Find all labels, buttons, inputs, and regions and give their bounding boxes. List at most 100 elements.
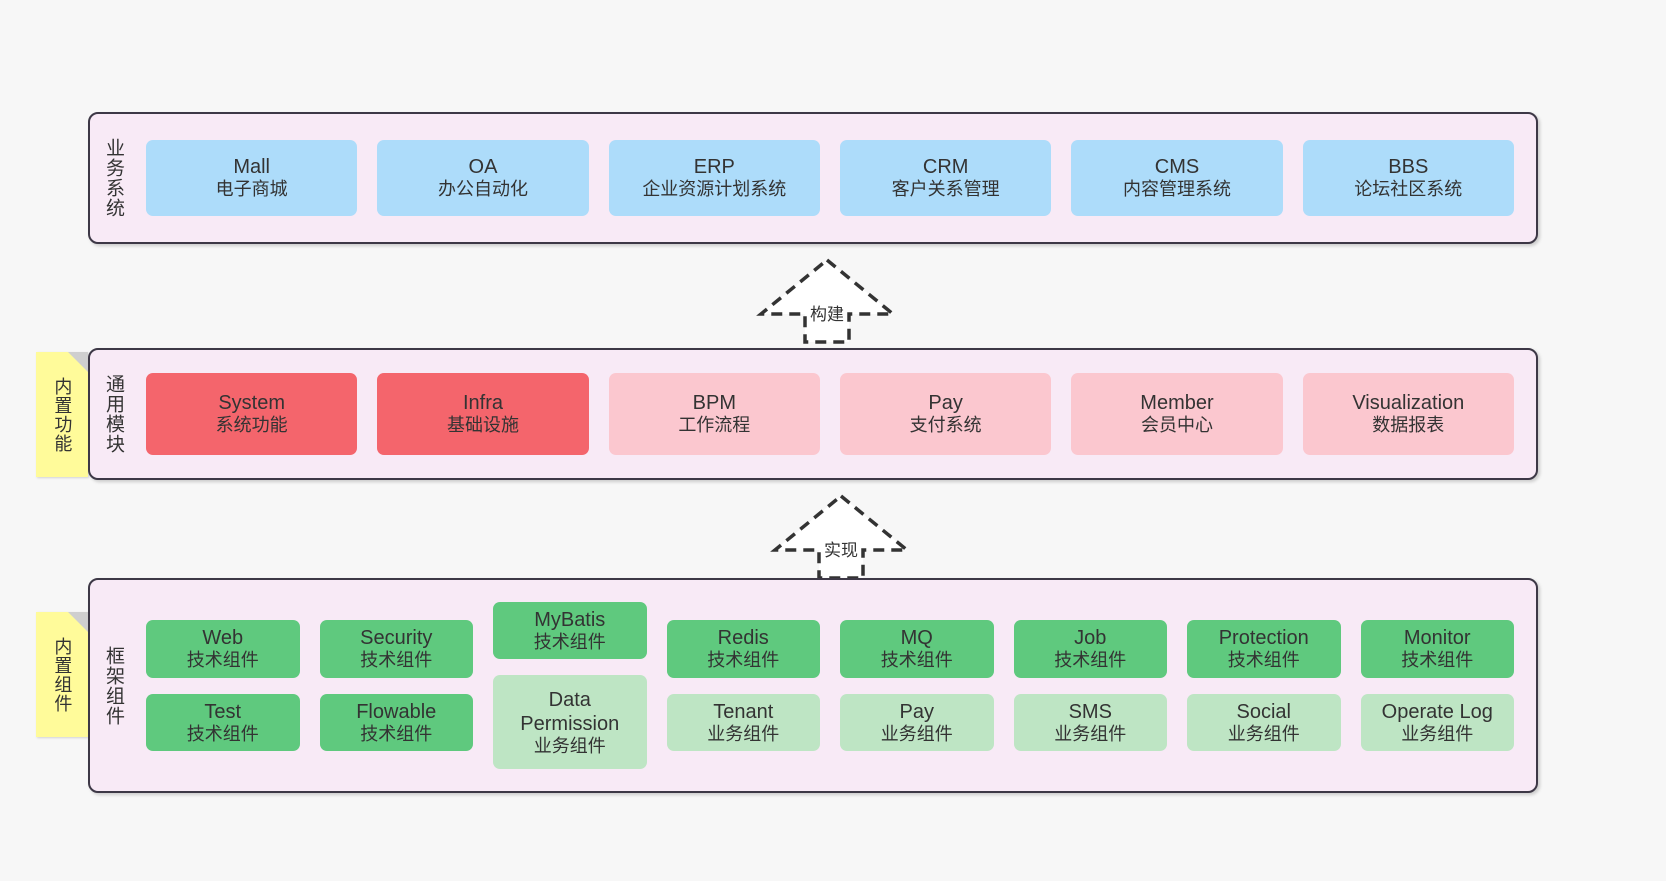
card-desc: 技术组件 <box>707 649 780 670</box>
card-name: BPM <box>692 392 736 415</box>
card-desc: 技术组件 <box>360 723 433 744</box>
card-desc: 内容管理系统 <box>1122 179 1231 200</box>
card-name: Data Permission <box>520 688 620 735</box>
card-desc: 系统功能 <box>215 415 288 436</box>
card-name: Redis <box>717 626 769 649</box>
card-name: MyBatis <box>534 608 606 631</box>
card-name: Job <box>1074 626 1107 649</box>
card-desc: 数据报表 <box>1372 415 1445 436</box>
card-name: Operate Log <box>1381 700 1493 723</box>
card-desc: 业务组件 <box>880 723 953 744</box>
layer-business-title: 业务系统 <box>103 138 125 218</box>
card-desc: 技术组件 <box>186 723 259 744</box>
card-desc: 会员中心 <box>1140 415 1213 436</box>
card-name: MQ <box>900 626 933 649</box>
note-builtin-component-label: 内置组件 <box>52 636 73 713</box>
card-desc: 业务组件 <box>707 723 780 744</box>
card-desc: 技术组件 <box>186 649 259 670</box>
card-name: System <box>218 392 285 415</box>
card-desc: 支付系统 <box>909 415 982 436</box>
card-name: BBS <box>1388 156 1429 179</box>
card-desc: 论坛社区系统 <box>1354 179 1463 200</box>
card-name: Social <box>1236 700 1291 723</box>
connector-implement: 实现 <box>770 492 912 582</box>
note-builtin-function: 内置功能 <box>36 352 88 477</box>
layer-modules-title: 通用模块 <box>103 374 125 454</box>
card-desc: 基础设施 <box>446 415 519 436</box>
card-name: SMS <box>1068 700 1112 723</box>
card-desc: 客户关系管理 <box>891 179 1000 200</box>
card-name: Visualization <box>1352 392 1465 415</box>
card-name: Test <box>204 700 242 723</box>
card-desc: 技术组件 <box>1227 649 1300 670</box>
card-name: Tenant <box>713 700 774 723</box>
card-desc: 技术组件 <box>1401 649 1474 670</box>
card-desc: 工作流程 <box>678 415 751 436</box>
card-name: OA <box>468 156 498 179</box>
card-name: Web <box>202 626 244 649</box>
card-desc: 技术组件 <box>533 631 606 652</box>
note-builtin-function-label: 内置功能 <box>52 376 73 453</box>
card-desc: 技术组件 <box>1054 649 1127 670</box>
layer-framework-title: 框架组件 <box>103 645 125 726</box>
card-desc: 业务组件 <box>533 735 606 756</box>
card-desc: 技术组件 <box>360 649 433 670</box>
card-name: Mall <box>233 156 270 179</box>
card-name: CRM <box>922 156 969 179</box>
note-fold-icon <box>68 352 88 372</box>
card-name: Pay <box>928 392 963 415</box>
card-desc: 技术组件 <box>880 649 953 670</box>
connector-implement-label: 实现 <box>824 541 858 560</box>
connector-build: 构建 <box>756 256 898 346</box>
card-desc: 企业资源计划系统 <box>642 179 787 200</box>
card-name: Member <box>1140 392 1214 415</box>
card-name: Flowable <box>356 700 437 723</box>
card-name: Security <box>360 626 433 649</box>
